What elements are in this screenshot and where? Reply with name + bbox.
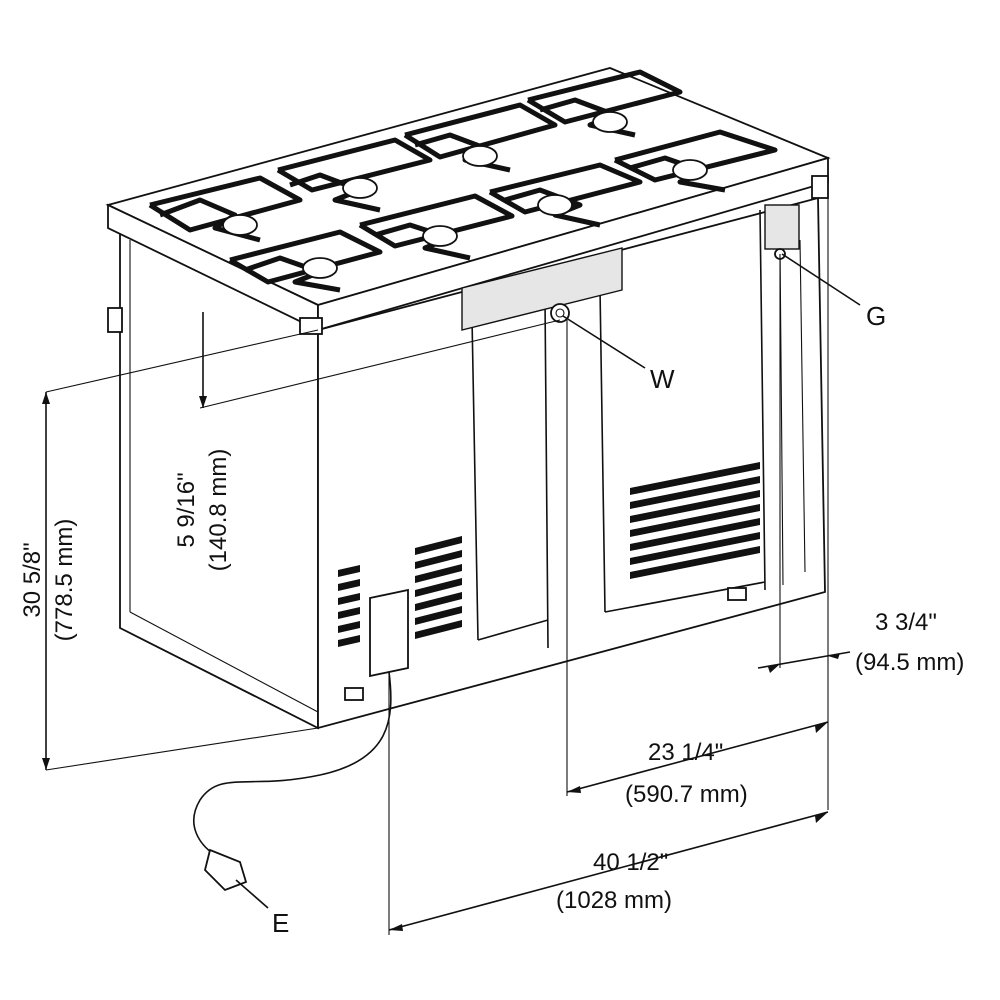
vents-right xyxy=(630,462,760,579)
electric-callout: E xyxy=(272,908,289,938)
foot-right xyxy=(727,587,747,601)
power-cord xyxy=(193,671,392,856)
rear-panel xyxy=(317,196,826,730)
water-height-metric: (140.8 mm) xyxy=(205,449,232,572)
gas-connection-housing xyxy=(764,204,800,250)
gas-leader xyxy=(781,253,861,306)
foot-left xyxy=(344,687,364,701)
water-callout: W xyxy=(650,364,675,394)
gas-offset-metric: (94.5 mm) xyxy=(855,649,964,676)
electric-leader xyxy=(235,879,269,909)
total-width-dim-line xyxy=(388,811,829,931)
gas-callout: G xyxy=(866,301,886,331)
power-box xyxy=(369,588,409,678)
water-connection-housing xyxy=(461,247,623,331)
total-width-imperial: 40 1/2" xyxy=(593,849,668,876)
dimension-lines xyxy=(42,198,861,935)
burners xyxy=(222,111,708,279)
callout-labels: G W E xyxy=(272,301,886,938)
left-bracket xyxy=(107,307,123,333)
water-offset-dim-line xyxy=(566,721,829,793)
vents-left xyxy=(338,536,462,647)
appliance-body xyxy=(105,67,831,892)
total-height-imperial: 30 5/8" xyxy=(19,542,46,617)
water-leader xyxy=(562,315,646,369)
dimension-labels: 30 5/8" (778.5 mm) 5 9/16" (140.8 mm) 3 … xyxy=(19,449,964,914)
plug xyxy=(204,848,248,892)
gas-offset-imperial: 3 3/4" xyxy=(875,609,937,636)
water-connector xyxy=(550,303,570,323)
water-offset-imperial: 23 1/4" xyxy=(648,739,723,766)
water-offset-metric: (590.7 mm) xyxy=(625,781,748,808)
total-width-metric: (1028 mm) xyxy=(556,887,672,914)
total-height-metric: (778.5 mm) xyxy=(51,519,78,642)
water-height-imperial: 5 9/16" xyxy=(173,472,200,547)
